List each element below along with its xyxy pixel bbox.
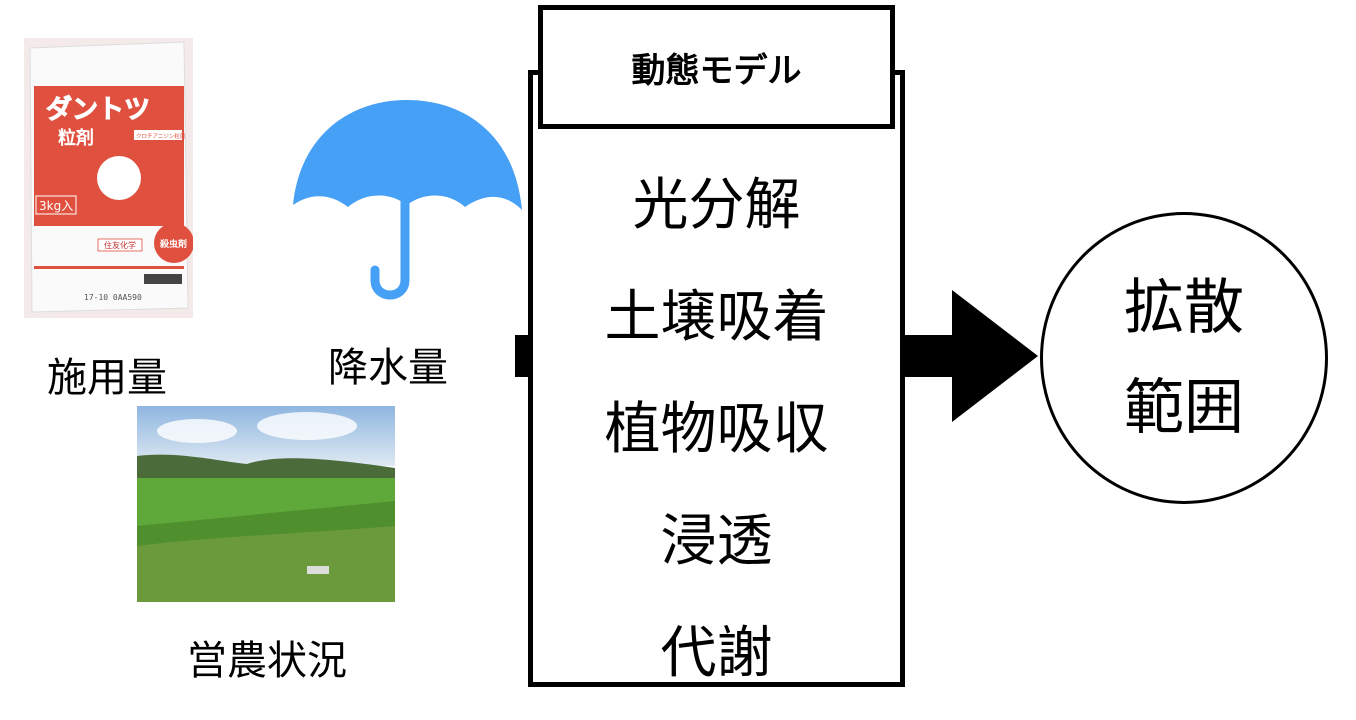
model-title: 動態モデル — [538, 5, 895, 129]
rice-field-photo — [137, 406, 395, 602]
product-weight: 3kg入 — [39, 199, 73, 213]
product-lot: 17-10 0AA590 — [84, 293, 142, 302]
product-brand: ダントツ — [46, 94, 150, 125]
input-connector — [515, 335, 531, 377]
farming-conditions-label: 営農状況 — [187, 639, 347, 683]
process-photolysis: 光分解 — [632, 173, 801, 236]
output-line2: 範囲 — [1124, 374, 1244, 441]
product-form: 粒剤 — [58, 127, 94, 149]
output-line1: 拡散 — [1124, 274, 1244, 341]
product-category: 殺虫剤 — [159, 238, 187, 250]
product-ingredient: クロチアニジン粒剤 — [136, 132, 186, 140]
umbrella-icon — [293, 100, 522, 300]
pesticide-package-image: ダントツ 粒剤 クロチアニジン粒剤 3kg入 殺虫剤 住友化学 17-10 0A… — [24, 38, 194, 318]
arrow-right-icon — [905, 290, 1038, 422]
application-amount-label: 施用量 — [47, 356, 167, 400]
diffusion-range-circle: 拡散 範囲 — [1040, 212, 1328, 504]
process-soil-adsorption: 土壌吸着 — [604, 285, 829, 348]
process-list: 光分解 土壌吸着 植物吸収 浸透 代謝 — [533, 160, 900, 720]
process-metabolism: 代謝 — [660, 621, 773, 684]
rainfall-label: 降水量 — [328, 346, 448, 390]
process-plant-uptake: 植物吸収 — [604, 397, 829, 460]
product-maker: 住友化学 — [104, 240, 136, 250]
process-infiltration: 浸透 — [660, 509, 773, 572]
